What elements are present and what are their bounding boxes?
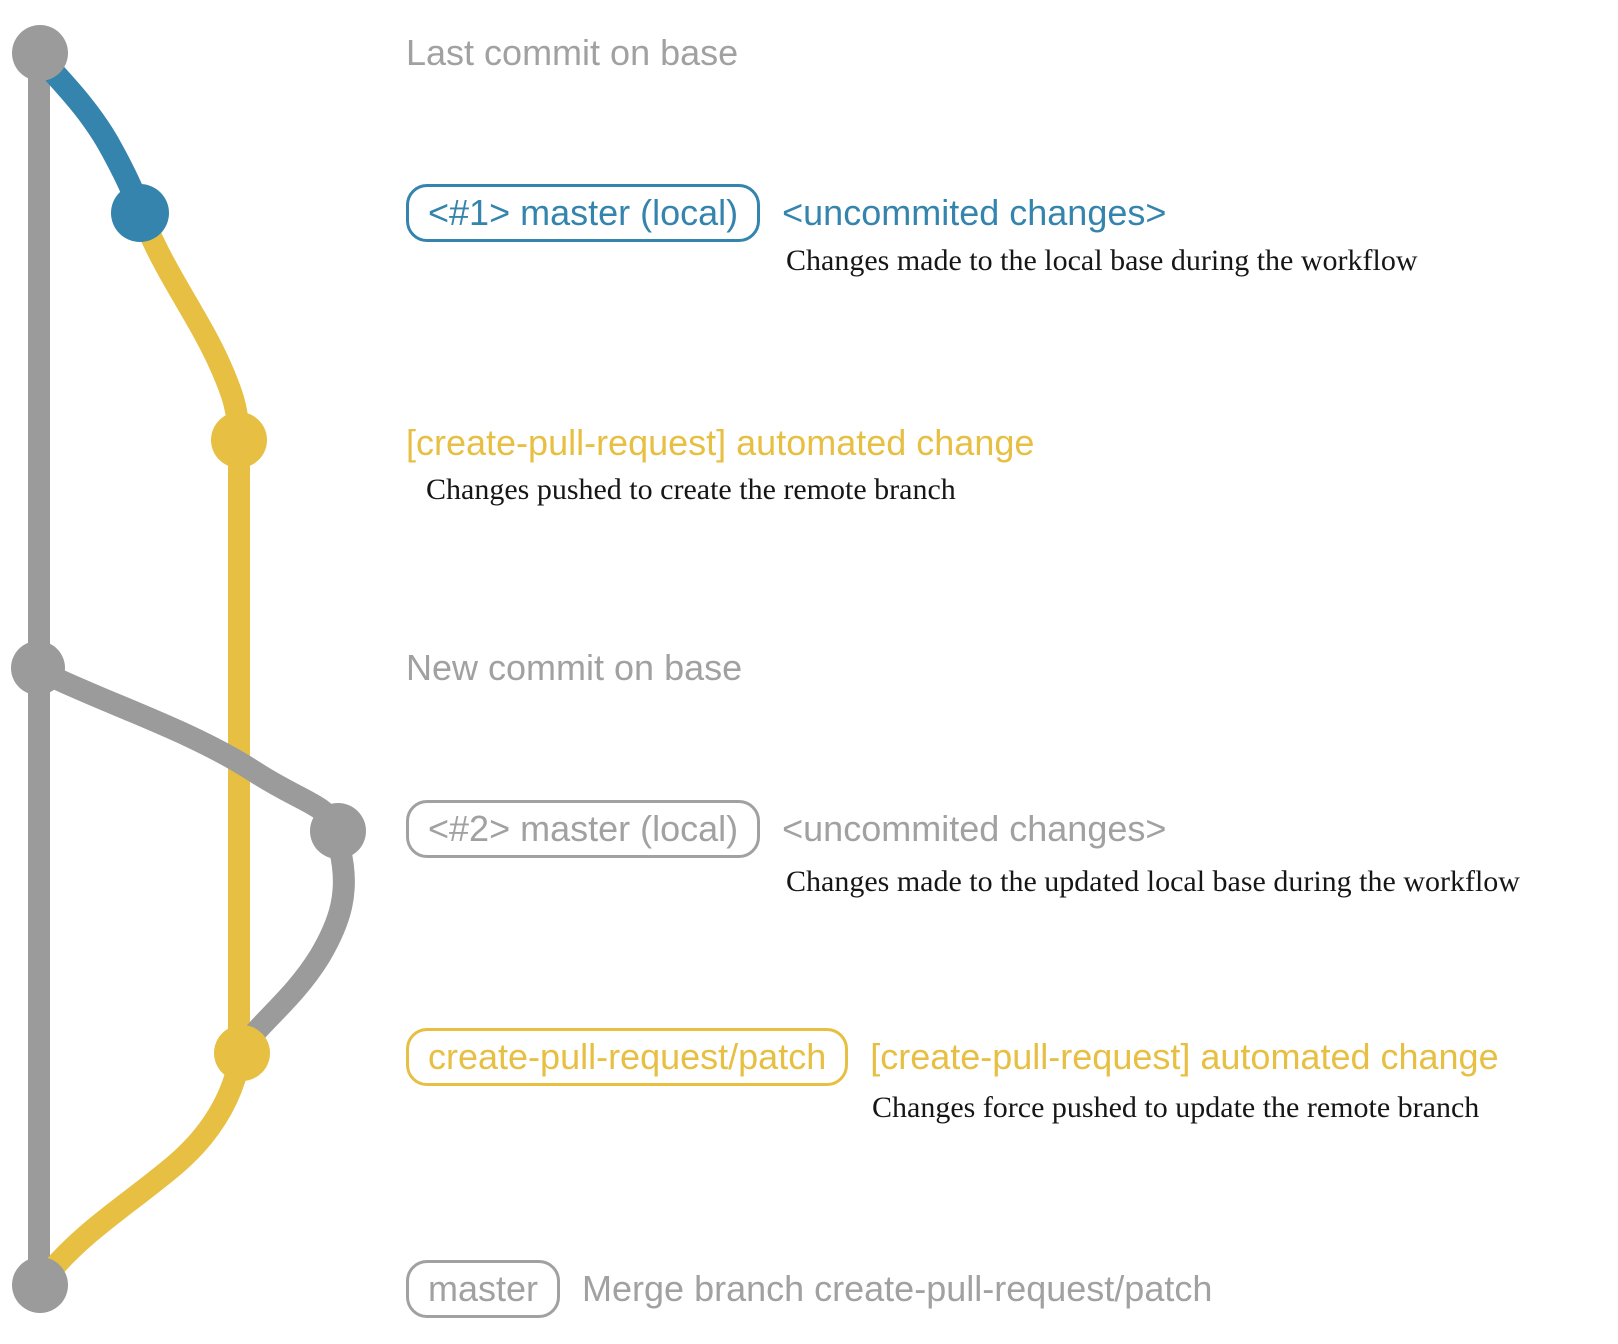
commit-node-local-1: [111, 184, 169, 242]
force-push-edge: [236, 839, 355, 1053]
commit-node-last-base: [12, 25, 68, 81]
merge-edge: [39, 1047, 251, 1283]
commit-node-local-2: [310, 803, 366, 859]
label-uncommited-changes-1: <uncommited changes>: [782, 192, 1167, 233]
row-merge: master Merge branch create-pull-request/…: [406, 1260, 1212, 1318]
commit-node-merge: [12, 1257, 68, 1313]
badge-master-local-1: <#1> master (local): [406, 184, 761, 242]
label-new-commit-on-base: New commit on base: [406, 647, 743, 688]
label-merge-branch: Merge branch create-pull-request/patch: [582, 1268, 1213, 1309]
row-local-commit-2: <#2> master (local) <uncommited changes>: [406, 800, 1166, 858]
desc-force-push: Changes force pushed to update the remot…: [872, 1091, 1480, 1124]
badge-create-pull-request-patch: create-pull-request/patch: [406, 1028, 849, 1086]
row-local-commit-1: <#1> master (local) <uncommited changes>: [406, 184, 1166, 242]
label-last-commit-on-base: Last commit on base: [406, 32, 739, 73]
commit-node-remote-create: [211, 412, 267, 468]
rebase-local-edge: [31, 661, 347, 837]
desc-local-changes-2: Changes made to the updated local base d…: [786, 865, 1520, 898]
desc-local-changes-1: Changes made to the local base during th…: [786, 244, 1418, 277]
badge-master: master: [406, 1260, 561, 1318]
desc-push-create: Changes pushed to create the remote bran…: [426, 473, 956, 506]
label-automated-change-2: [create-pull-request] automated change: [870, 1036, 1499, 1077]
label-automated-change-1: [create-pull-request] automated change: [406, 422, 1035, 463]
remote-branch-create-edge: [137, 219, 250, 456]
commit-node-remote-update: [214, 1025, 270, 1081]
row-force-push: create-pull-request/patch [create-pull-r…: [406, 1028, 1499, 1086]
label-uncommited-changes-2: <uncommited changes>: [782, 808, 1167, 849]
commit-node-new-base: [11, 641, 65, 695]
badge-master-local-2: <#2> master (local): [406, 800, 761, 858]
